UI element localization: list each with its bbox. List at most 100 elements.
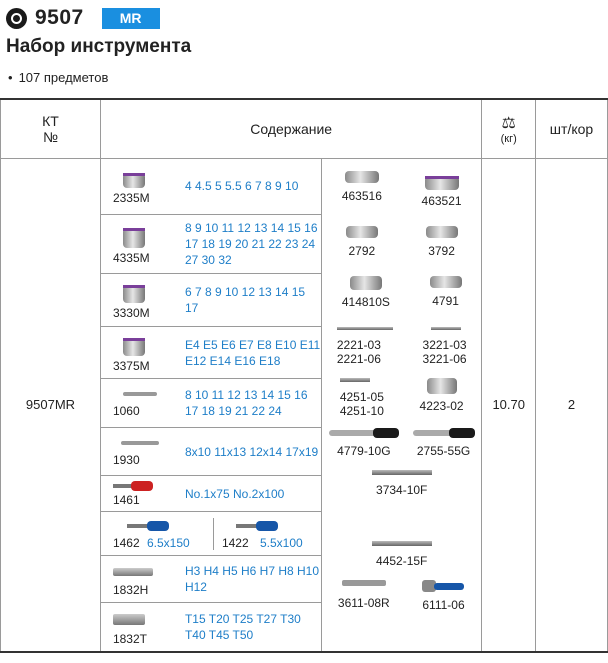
left-column: 2335M 4 4.5 5 5.5 6 7 8 9 10 4335M 8 9 1… [99, 157, 323, 652]
item-code: 3221-03 [422, 337, 467, 352]
combination-wrench-icon [120, 440, 159, 445]
right-row: 2792 3792 [322, 225, 481, 258]
item-sizes: 6 7 8 9 10 12 13 14 15 17 [180, 273, 321, 327]
item-code: 1461 [112, 493, 140, 507]
item-code: 1060 [112, 404, 140, 418]
item-row: 1462 6.5x150 1422 5.5x100 [100, 511, 321, 556]
right-row: 414810S 4791 [322, 275, 481, 309]
extension-bar-icon [336, 326, 393, 330]
header-weight: ⚖ (кг) [481, 98, 536, 159]
right-row: 3611-08R 6111-06 [322, 579, 481, 612]
weight-unit: (кг) [500, 132, 517, 145]
item-code: 2792 [348, 243, 376, 258]
left-items: 2335M 4 4.5 5 5.5 6 7 8 9 10 4335M 8 9 1… [100, 158, 321, 651]
item-code: 3611-08R [337, 595, 390, 610]
universal-joint-icon [345, 225, 378, 238]
item-row: 3330M 6 7 8 9 10 12 13 14 15 17 [100, 273, 321, 327]
weight-value: 10.70 [481, 157, 536, 652]
item-code: 6111-06 [422, 597, 465, 612]
product-code: 9507 [35, 6, 84, 29]
item-count: •107 предметов [8, 70, 109, 85]
header-kt: КТ № [0, 98, 101, 159]
item-code: 4223-02 [419, 398, 464, 413]
scales-icon: ⚖ [501, 114, 516, 132]
item-code: 4251-05 [339, 389, 384, 404]
item-sizes: T15 T20 T25 T27 T30 T40 T45 T50 [184, 611, 301, 642]
item-sizes: H3 H4 H5 H6 H7 H8 H10 H12 [180, 555, 321, 603]
breaker-bar-icon [371, 469, 432, 475]
ratchet-icon [328, 427, 399, 438]
extension-bar-icon [430, 326, 461, 330]
item-code: 1930 [112, 452, 140, 467]
header-content: Содержание [99, 98, 483, 159]
item-row: 4335M 8 9 10 11 12 13 14 15 16 17 18 19 … [100, 214, 321, 274]
header: 9507 MR [6, 6, 160, 30]
item-row: 1832T T15 T20 T25 T27 T30 T40 T45 T50 [101, 603, 321, 651]
screwdriver-icon [235, 520, 278, 531]
item-row: 1930 8x10 11x13 12x14 17x19 [100, 427, 321, 476]
socket-icon [344, 170, 379, 183]
torx-bit-set-icon [112, 613, 145, 625]
item-row: 1832H H3 H4 H5 H6 H7 H8 H10 H12 [100, 555, 321, 603]
item-row: 3375M E4 E5 E6 E7 E8 E10 E11 E12 E14 E16… [100, 326, 321, 379]
item-code: 4251-10 [339, 403, 384, 418]
item-sizes: 6.5x150 [147, 535, 190, 550]
socket-icon [122, 172, 145, 188]
right-row: 4452-15F [322, 540, 481, 568]
item-code: 414810S [341, 294, 390, 309]
right-row: 4779-10G 2755-55G [322, 427, 481, 458]
item-code: 2335M [112, 190, 150, 205]
item-row: 1060 8 10 11 12 13 14 15 16 17 18 19 21 … [100, 378, 321, 428]
item-code: 1832H [112, 582, 149, 597]
adjustable-wrench-icon [341, 579, 386, 586]
item-code: 2221-06 [336, 351, 381, 366]
adapter-icon [426, 377, 457, 394]
universal-joint-icon [425, 225, 458, 238]
extension-bar-icon [339, 377, 370, 382]
screwdriver-icon [126, 520, 169, 531]
kt-label: КТ [42, 112, 59, 129]
item-sizes: No.1x75 No.2x100 [180, 475, 321, 512]
item-code: 1832T [112, 631, 147, 646]
socket-icon [122, 228, 145, 248]
box-value: 2 [535, 157, 608, 652]
item-sizes: 8 9 10 11 12 13 14 15 16 17 18 19 20 21 … [180, 214, 321, 274]
item-code: 4791 [432, 293, 459, 308]
socket-icon [122, 285, 145, 303]
item-code: 3221-06 [422, 351, 467, 366]
item-sizes: 8 10 11 12 13 14 15 16 17 18 19 21 22 24 [180, 378, 321, 428]
item-code: 2221-03 [336, 337, 381, 352]
socket-icon [424, 175, 459, 190]
brand-logo-icon [6, 7, 27, 29]
hex-bit-set-icon [112, 567, 153, 576]
contents-table: КТ № Содержание ⚖ (кг) шт/кор 9507MR 233… [0, 98, 608, 653]
item-code: 2755-55G [416, 443, 471, 458]
series-badge: MR [101, 7, 160, 29]
item-sizes: 8x10 11x13 12x14 17x19 [180, 427, 321, 476]
item-code: 1462 [112, 535, 140, 550]
item-sizes: E4 E5 E6 E7 E8 E10 E11 E12 E14 E16 E18 [180, 326, 321, 379]
item-code: 4452-15F [376, 553, 428, 568]
item-code: 3330M [112, 306, 150, 320]
socket-icon [122, 337, 145, 356]
right-row: 3734-10F [322, 469, 481, 497]
right-row: 463516 463521 [322, 170, 481, 208]
item-code: 3375M [112, 358, 150, 373]
ratchet-icon [412, 427, 475, 438]
item-sizes: 5.5x100 [260, 535, 303, 550]
kt-value: 9507MR [0, 157, 101, 652]
adapter-icon [349, 275, 382, 290]
wrench-icon [122, 392, 157, 396]
sliding-tee-bar-icon [371, 540, 432, 546]
page-title: Набор инструмента [6, 36, 192, 57]
header-box: шт/кор [535, 98, 608, 159]
screwdriver-icon [112, 481, 153, 491]
item-code: 4779-10G [337, 443, 391, 458]
universal-joint-icon [429, 275, 462, 288]
item-code: 463516 [341, 188, 382, 203]
pliers-icon [421, 579, 466, 592]
item-count-text: 107 предметов [18, 70, 109, 85]
item-code: 463521 [421, 193, 462, 208]
item-row: 2335M 4 4.5 5 5.5 6 7 8 9 10 [100, 158, 321, 215]
